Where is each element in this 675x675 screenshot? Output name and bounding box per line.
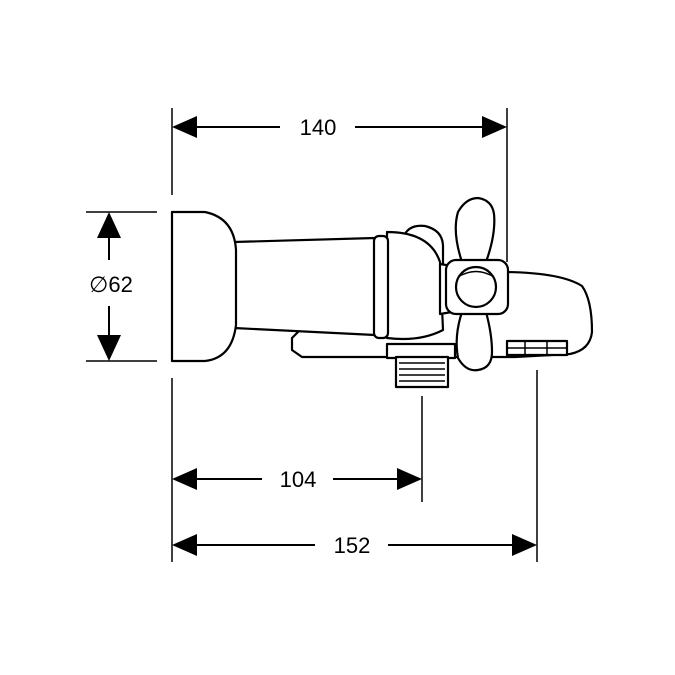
spout-outlet [505,339,569,357]
extension-lines [86,108,538,562]
dimension-diameter-62: ∅62 [89,212,133,361]
dimension-label-140: 140 [300,115,337,140]
arrowhead-right [482,116,507,138]
dimension-152: 152 [172,533,537,558]
cross-handle [438,196,510,372]
arrowhead-down [97,335,121,361]
faucet-drawing [170,196,594,389]
arrowhead-right [512,534,537,556]
dimension-140: 140 [172,115,507,140]
arrowhead-left [172,468,197,490]
threaded-connector [385,342,457,389]
dimension-label-152: 152 [334,533,371,558]
collar-ring [372,234,390,340]
arrowhead-up [97,212,121,238]
arrowhead-left [172,116,197,138]
dimension-label-62: ∅62 [89,272,133,297]
arrowhead-left [172,534,197,556]
handle-arm-top [454,196,496,264]
main-body-tube [232,236,377,337]
wall-flange [170,210,238,363]
arrowhead-right [397,468,422,490]
dimension-104: 104 [172,467,422,492]
handle-center-cap [454,265,498,309]
handle-arm-bottom [455,310,494,372]
dimension-label-104: 104 [280,467,317,492]
